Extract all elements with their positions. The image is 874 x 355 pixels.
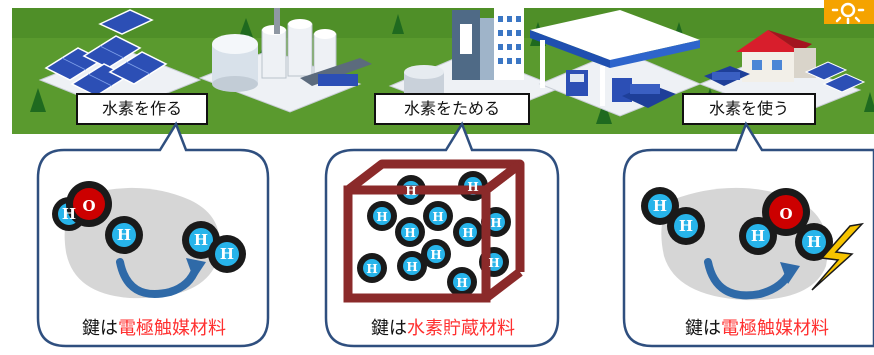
atom-h-label: H	[404, 226, 415, 240]
sun-icon	[831, 2, 865, 24]
atom-h-label: H	[488, 256, 499, 270]
atom-h-label: H	[679, 217, 693, 235]
hydrogen-plant-illustration	[212, 8, 372, 92]
lightning-icon	[811, 222, 865, 291]
storage-box	[343, 185, 491, 303]
atom-o-label: O	[82, 197, 95, 215]
caption-highlight: 水素貯蔵材料	[407, 318, 515, 339]
panel-store	[324, 121, 560, 348]
atom-h-label: H	[490, 216, 501, 230]
atom-o-label: O	[779, 205, 792, 223]
caption-prefix: 鍵は	[371, 318, 407, 339]
atom-h-label: H	[62, 205, 76, 223]
atom-h-label: H	[751, 227, 765, 245]
water-molecule-make	[52, 181, 143, 254]
panel-make	[36, 121, 270, 348]
stage-label-use: 水素を使う	[682, 93, 816, 125]
atom-h-label: H	[432, 210, 443, 224]
house-illustration	[704, 30, 866, 93]
atom-h-label: H	[406, 260, 417, 274]
atom-h-label: H	[807, 233, 821, 251]
caption-use: 鍵は電極触媒材料	[640, 313, 874, 345]
atom-h-label: H	[366, 262, 377, 276]
caption-highlight: 電極触媒材料	[118, 318, 226, 339]
caption-make: 鍵は電極触媒材料	[40, 313, 268, 345]
hydrogen-atoms-storage	[357, 171, 511, 297]
water-molecule-use	[739, 188, 833, 261]
atom-h-label: H	[653, 197, 667, 215]
atom-h-label: H	[117, 226, 131, 244]
caption-store: 鍵は水素貯蔵材料	[328, 313, 558, 345]
panel-use	[622, 121, 874, 348]
hydrogen-station-illustration	[530, 10, 700, 108]
caption-prefix: 鍵は	[685, 318, 721, 339]
atom-h-label: H	[467, 180, 478, 194]
solar-panels-illustration	[44, 9, 168, 97]
atom-h-label: H	[194, 231, 208, 249]
caption-prefix: 鍵は	[82, 318, 118, 339]
atom-h-label: H	[456, 276, 467, 290]
hydrogen-molecule-make	[182, 221, 246, 273]
atom-h-label: H	[462, 226, 473, 240]
atom-h-label: H	[220, 245, 234, 263]
atom-h-label: H	[376, 210, 387, 224]
atom-h-label: H	[430, 248, 441, 262]
hydrogen-molecule-use	[641, 187, 705, 245]
caption-highlight: 電極触媒材料	[721, 318, 829, 339]
atom-h-label: H	[405, 184, 416, 198]
hydrogen-cycle-scene: 水素を作る 水素をためる 水素を使う	[0, 0, 874, 134]
stage-label-store: 水素をためる	[374, 93, 530, 125]
sun-badge	[824, 0, 874, 24]
stage-label-make: 水素を作る	[76, 93, 208, 125]
